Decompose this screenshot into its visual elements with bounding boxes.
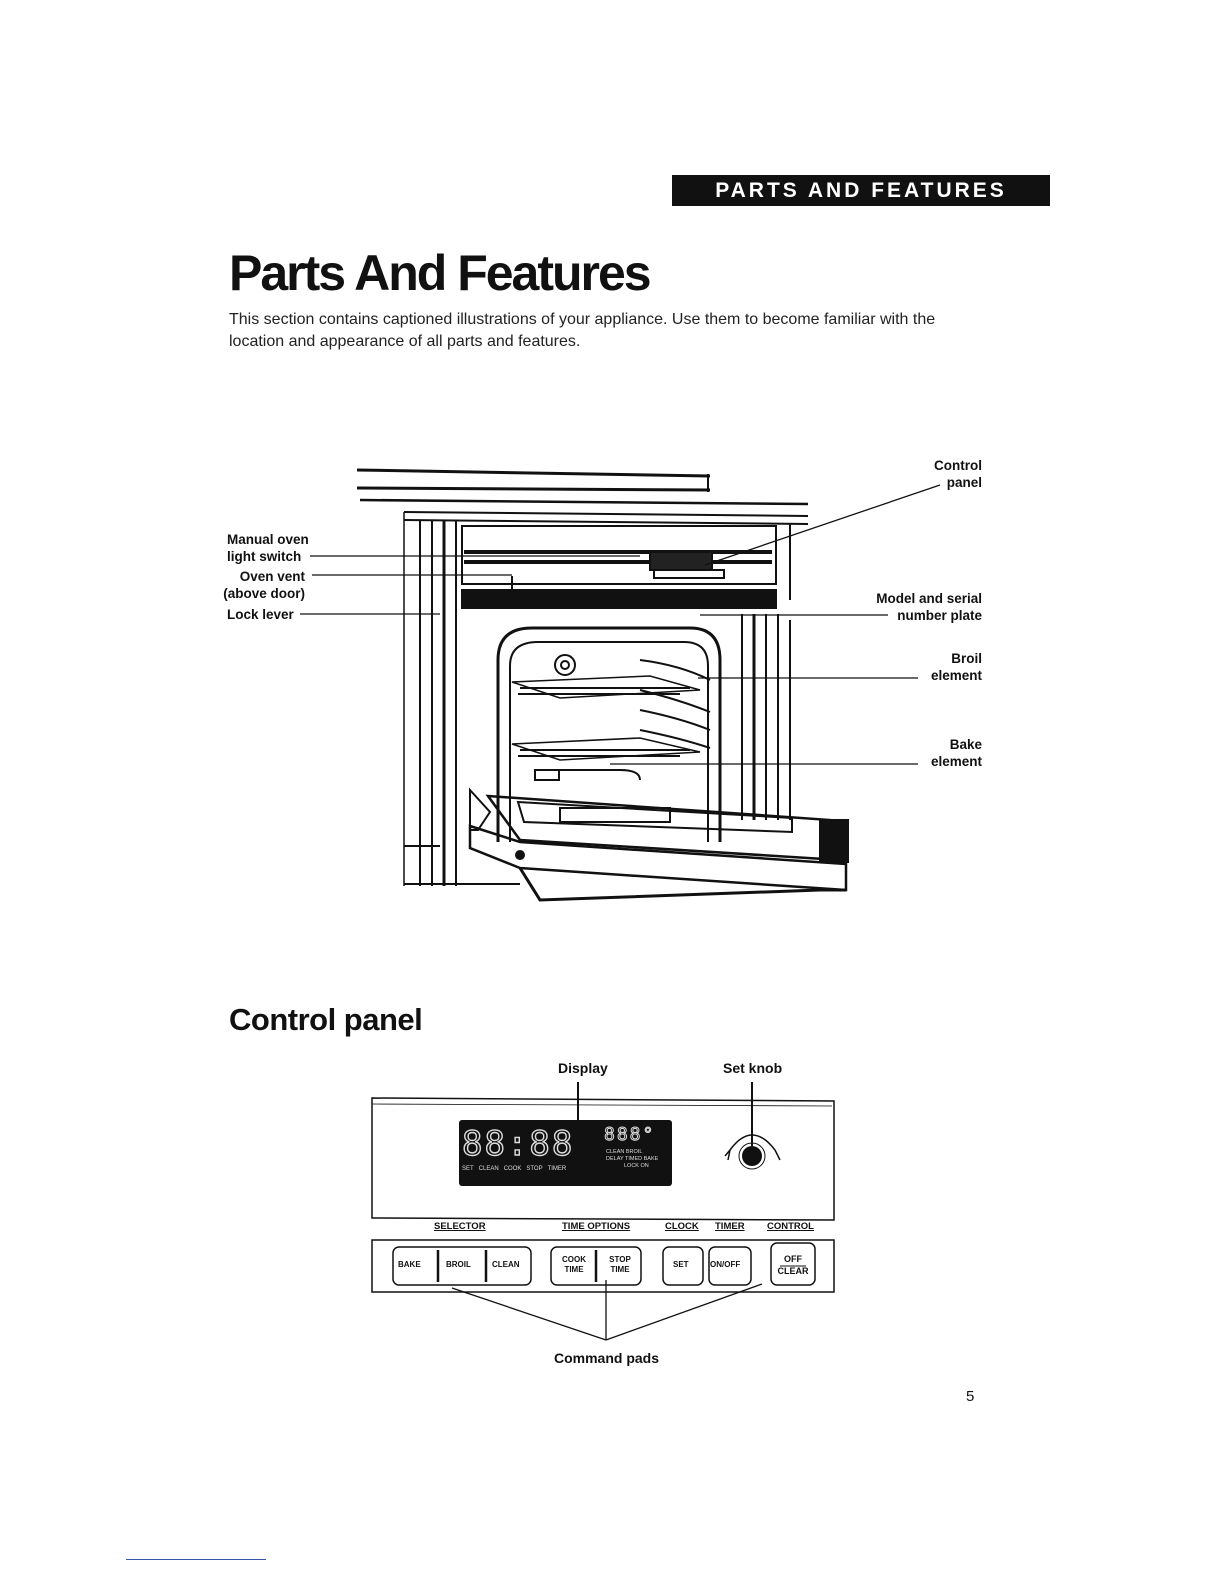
section-title: Control panel [229, 1002, 423, 1037]
pad-line: TIME [564, 1265, 584, 1274]
oven-illustration [300, 468, 941, 902]
label-line: element [930, 754, 982, 769]
pad-line: CLEAR [777, 1266, 809, 1276]
label-command-pads: Command pads [554, 1350, 660, 1366]
footer-rule [126, 1559, 266, 1560]
label-broil-element: Broil element [880, 650, 982, 684]
label-oven-vent: Oven vent (above door) [205, 568, 305, 602]
label-line: Control [934, 458, 982, 473]
stop-time-pad[interactable]: STOP TIME [603, 1255, 637, 1275]
status-flag: BROIL [625, 1149, 643, 1155]
display-temp: 888° [603, 1124, 656, 1146]
status-flag: CLEAN [606, 1149, 625, 1155]
status-flag: LOCK [624, 1163, 639, 1169]
label-line: number plate [897, 608, 982, 623]
group-clock: CLOCK [665, 1221, 699, 1232]
bake-pad[interactable]: BAKE [398, 1260, 421, 1269]
control-panel-diagram [371, 1082, 835, 1341]
label-line: light switch [227, 549, 302, 564]
label-set-knob: Set knob [723, 1060, 783, 1076]
display-status: CLEAN BROIL DELAY TIMED BAKE LOCK ON [606, 1149, 668, 1170]
label-line: panel [946, 475, 982, 490]
label-line: Oven vent [239, 569, 305, 584]
indicator: CLEAN [478, 1166, 499, 1172]
pad-line: TIME [610, 1265, 630, 1274]
status-flag: BAKE [643, 1156, 659, 1162]
label-model-serial-plate: Model and serial number plate [840, 590, 982, 624]
label-control-panel: Control panel [880, 457, 982, 491]
display-indicators: SET CLEAN COOK STOP TIMER [462, 1166, 566, 1172]
label-manual-oven-light-switch: Manual oven light switch [227, 531, 309, 565]
clean-pad[interactable]: CLEAN [492, 1260, 520, 1269]
page-title: Parts And Features [229, 245, 652, 301]
indicator: STOP [526, 1166, 543, 1172]
group-time-options: TIME OPTIONS [562, 1221, 631, 1232]
group-selector: SELECTOR [434, 1221, 486, 1232]
label-line: Bake [949, 737, 982, 752]
pad-line: COOK [562, 1255, 586, 1264]
group-timer: TIMER [715, 1221, 745, 1232]
label-line: (above door) [223, 586, 305, 601]
broil-pad[interactable]: BROIL [446, 1260, 471, 1269]
off-clear-pad[interactable]: OFF CLEAR [774, 1253, 812, 1277]
pad-line: STOP [609, 1255, 631, 1264]
intro-paragraph: This section contains captioned illustra… [229, 311, 936, 350]
display-screen [459, 1120, 672, 1186]
page-number: 5 [966, 1388, 975, 1405]
status-flag: ON [640, 1163, 649, 1169]
status-flag: DELAY [606, 1156, 624, 1162]
label-line: Manual oven [227, 532, 309, 547]
cook-time-pad[interactable]: COOK TIME [557, 1255, 591, 1275]
label-display: Display [558, 1060, 608, 1076]
indicator: TIMER [547, 1166, 567, 1172]
label-line: Model and serial [876, 591, 982, 606]
indicator: COOK [503, 1166, 522, 1172]
label-line: element [930, 668, 982, 683]
label-bake-element: Bake element [880, 736, 982, 770]
status-flag: TIMED [624, 1156, 643, 1162]
section-banner: PARTS AND FEATURES [672, 175, 1050, 206]
set-knob [742, 1146, 762, 1166]
group-control: CONTROL [767, 1221, 814, 1232]
pad-line: OFF [784, 1254, 802, 1264]
label-line: Broil [951, 651, 982, 666]
on-off-pad[interactable]: ON/OFF [710, 1260, 741, 1269]
display-digits: 88:88 [461, 1123, 575, 1164]
indicator: SET [462, 1166, 474, 1172]
set-pad[interactable]: SET [673, 1260, 689, 1269]
label-lock-lever: Lock lever [227, 607, 294, 622]
